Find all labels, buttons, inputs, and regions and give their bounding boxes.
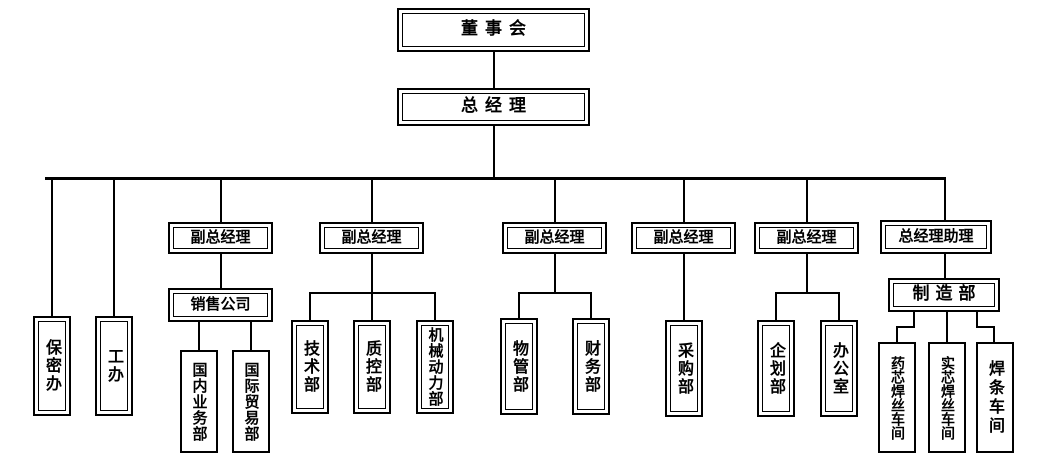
connector-sales-to-domestic [198,321,200,351]
node-quality-control-dept[interactable]: 质控部 [353,320,391,414]
node-sales-company[interactable]: 销售公司 [168,288,273,322]
node-deputy-gm-2[interactable]: 副总经理 [319,222,424,254]
node-deputy-gm-3[interactable]: 副总经理 [502,222,607,254]
connector-mfg-left-bar [896,326,915,328]
node-confidential-office-label: 保密办 [43,339,62,393]
node-labor-office-label: 工办 [105,348,124,384]
node-board[interactable]: 董事会 [397,8,590,52]
connector-board-to-gm [493,51,495,88]
node-flux-cored-wire-workshop[interactable]: 药芯焊丝车间 [878,342,916,453]
node-general-manager[interactable]: 总经理 [397,88,590,126]
node-international-trade-dept[interactable]: 国际贸易部 [232,350,270,453]
node-deputy-gm-3-label: 副总经理 [524,228,585,247]
node-deputy-gm-2-label: 副总经理 [341,228,402,247]
node-office-label: 办公室 [830,341,849,396]
connector-mfg-to-solid-wire [946,311,948,343]
connector-bus-to-deputy-5 [806,177,808,222]
connector-deputy3-bar [518,292,592,294]
connector-deputy5-to-planning [775,292,777,321]
node-deputy-gm-4-label: 副总经理 [653,228,714,247]
node-purchasing-dept-label: 采购部 [675,341,694,396]
connector-deputy2-drop [371,253,373,293]
connector-mfg-left-stub [913,311,915,327]
connector-bus-to-deputy-1 [220,177,222,222]
connector-deputy3-to-material [518,292,520,319]
connector-deputy3-to-finance [590,292,592,319]
connector-deputy4-to-purchasing [683,253,685,321]
node-technology-dept[interactable]: 技术部 [291,320,329,414]
connector-deputy5-drop [806,253,808,293]
node-sales-company-label: 销售公司 [190,295,251,314]
node-manufacturing-dept-label: 制造部 [912,284,982,305]
node-deputy-gm-5[interactable]: 副总经理 [754,222,859,254]
node-quality-control-dept-label: 质控部 [363,340,382,394]
node-finance-dept[interactable]: 财务部 [572,318,610,415]
node-flux-cored-wire-workshop-label: 药芯焊丝车间 [889,355,905,440]
node-deputy-gm-1[interactable]: 副总经理 [168,222,273,254]
node-material-management-dept[interactable]: 物管部 [500,318,538,415]
connector-bus-to-confidential-office [51,177,53,317]
connector-bus-to-deputy-3 [554,177,556,222]
connector-assistant-to-manufacturing [944,253,946,280]
node-confidential-office[interactable]: 保密办 [33,316,71,416]
node-manufacturing-dept[interactable]: 制造部 [888,278,1000,312]
node-board-label: 董事会 [461,19,533,40]
connector-deputy2-to-mechanical [434,292,436,321]
node-international-trade-dept-label: 国际贸易部 [242,361,261,442]
connector-mfg-right-bar [976,326,995,328]
connector-bus-to-labor-office [113,177,115,317]
connector-deputy2-to-technology [309,292,311,321]
node-planning-dept[interactable]: 企划部 [757,320,795,417]
node-mechanical-power-dept[interactable]: 机械动力部 [416,320,454,414]
node-gm-assistant-label: 总经理助理 [898,227,974,246]
node-technology-dept-label: 技术部 [301,340,320,394]
connector-deputy1-to-sales [220,253,222,289]
connector-deputy5-to-office [838,292,840,321]
node-planning-dept-label: 企划部 [767,341,786,396]
node-solid-wire-workshop[interactable]: 实芯焊丝车间 [928,342,966,453]
connector-mfg-to-welding-rod [993,326,995,343]
node-domestic-business-dept[interactable]: 国内业务部 [180,350,218,453]
node-labor-office[interactable]: 工办 [95,316,133,416]
connector-gm-to-bus [493,125,495,178]
connector-bus-to-deputy-2 [371,177,373,222]
connector-mfg-right-stub [976,311,978,327]
connector-bus-to-deputy-4 [683,177,685,222]
node-deputy-gm-5-label: 副总经理 [776,228,837,247]
connector-deputy5-bar [775,292,840,294]
connector-main-bus [45,177,946,180]
node-solid-wire-workshop-label: 实芯焊丝车间 [939,355,955,440]
node-office[interactable]: 办公室 [820,320,858,417]
connector-sales-to-international [250,321,252,351]
node-deputy-gm-1-label: 副总经理 [190,228,251,247]
node-gm-assistant[interactable]: 总经理助理 [880,220,992,254]
connector-bus-to-gm-assistant [944,177,946,220]
node-welding-rod-workshop[interactable]: 焊条车间 [976,342,1014,453]
node-domestic-business-dept-label: 国内业务部 [190,361,209,442]
node-purchasing-dept[interactable]: 采购部 [665,320,703,417]
connector-deputy3-drop [554,253,556,293]
node-finance-dept-label: 财务部 [582,339,601,394]
node-general-manager-label: 总经理 [461,96,533,117]
connector-deputy2-to-quality [371,292,373,321]
node-deputy-gm-4[interactable]: 副总经理 [631,222,736,254]
node-material-management-dept-label: 物管部 [510,339,529,394]
node-mechanical-power-dept-label: 机械动力部 [426,327,445,407]
connector-mfg-to-flux-cored [896,326,898,343]
node-welding-rod-workshop-label: 焊条车间 [986,359,1005,436]
